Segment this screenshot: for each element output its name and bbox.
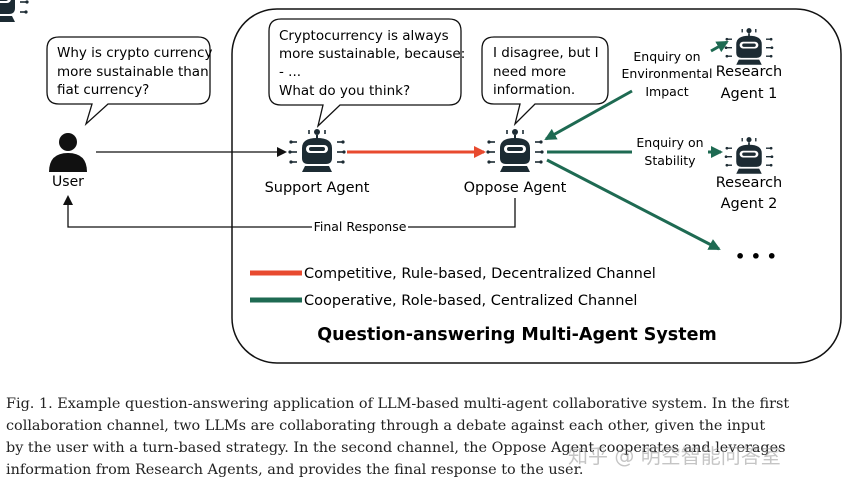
svg-text:fiat currency?: fiat currency? — [57, 82, 149, 98]
to-research-agent-1-arrow — [710, 40, 729, 53]
robot-agent-icon — [0, 0, 29, 22]
env-enquiry-return-arrow — [544, 89, 633, 141]
support-agent-label: Support Agent — [265, 180, 370, 196]
bubble-text-line: more sustainable, because: — [279, 46, 465, 62]
enquiry-env-line: Enquiry on — [633, 49, 700, 64]
bubble-text-line: What do you think? — [279, 83, 410, 99]
caption-line: by the user with a turn-based strategy. … — [6, 440, 786, 456]
bubble-text-line: information. — [493, 82, 575, 98]
bubble-text-line: - ... — [279, 64, 301, 80]
enquiry-env-line: Environmental — [622, 66, 713, 81]
research-agent-2-label-line: Research — [716, 175, 783, 191]
research-agent-1-label-line: Agent 1 — [721, 86, 778, 102]
research-agent-2-icon — [723, 136, 775, 175]
enquiry-stability-line: Stability — [644, 153, 696, 168]
research-agent-1-icon — [723, 27, 775, 66]
bubble-text-line: Cryptocurrency is always — [279, 28, 449, 44]
enquiry-env-line: Impact — [645, 84, 688, 99]
research-agent-1-label-line: Research — [716, 64, 783, 80]
more-agents-ellipsis: • • • — [735, 247, 777, 266]
bubble-text-line: Why is crypto currency — [57, 45, 212, 61]
more-agents-arrow — [546, 158, 721, 251]
svg-text:Why is crypto currency: Why is crypto currency — [57, 45, 212, 61]
final-response-label: Final Response — [314, 219, 407, 234]
figure-caption: Fig. 1. Example question-answering appli… — [6, 393, 848, 481]
support-agent-icon — [287, 128, 347, 173]
legend-label-competitive: Competitive, Rule-based, Decentralized C… — [304, 266, 656, 282]
caption-line: collaboration channel, two LLMs are coll… — [6, 418, 766, 434]
watermark: 知乎 @ 明空智能问答室 — [568, 444, 781, 468]
system-boundary — [231, 8, 842, 364]
user-icon — [49, 133, 87, 172]
final-response-arrow — [63, 195, 516, 228]
oppose-agent-icon — [485, 128, 545, 173]
bubble-text-line: more sustainable than — [57, 64, 209, 80]
enquiry-stability-line: Enquiry on — [636, 135, 703, 150]
oppose-agent-label: Oppose Agent — [464, 180, 567, 196]
svg-text:more sustainable than: more sustainable than — [57, 64, 209, 80]
user-label: User — [52, 174, 84, 190]
bubble-text-line: fiat currency? — [57, 82, 149, 98]
research-agent-2-label-line: Agent 2 — [721, 196, 778, 212]
system-title: Question-answering Multi-Agent System — [317, 325, 716, 345]
bubble-text-line: need more — [493, 64, 566, 80]
oppose-speech-bubble: I disagree, but I need more information. — [481, 36, 609, 127]
multi-agent-diagram: Why is crypto currency more sustainable … — [0, 0, 842, 364]
caption-line: Fig. 1. Example question-answering appli… — [6, 396, 790, 412]
legend-label-cooperative: Cooperative, Role-based, Centralized Cha… — [304, 293, 637, 309]
user-speech-bubble: Why is crypto currency more sustainable … — [46, 36, 212, 127]
caption-line: information from Research Agents, and pr… — [6, 462, 584, 478]
support-speech-bubble: Cryptocurrency is always more sustainabl… — [268, 18, 465, 128]
bubble-text-line: I disagree, but I — [493, 45, 599, 61]
